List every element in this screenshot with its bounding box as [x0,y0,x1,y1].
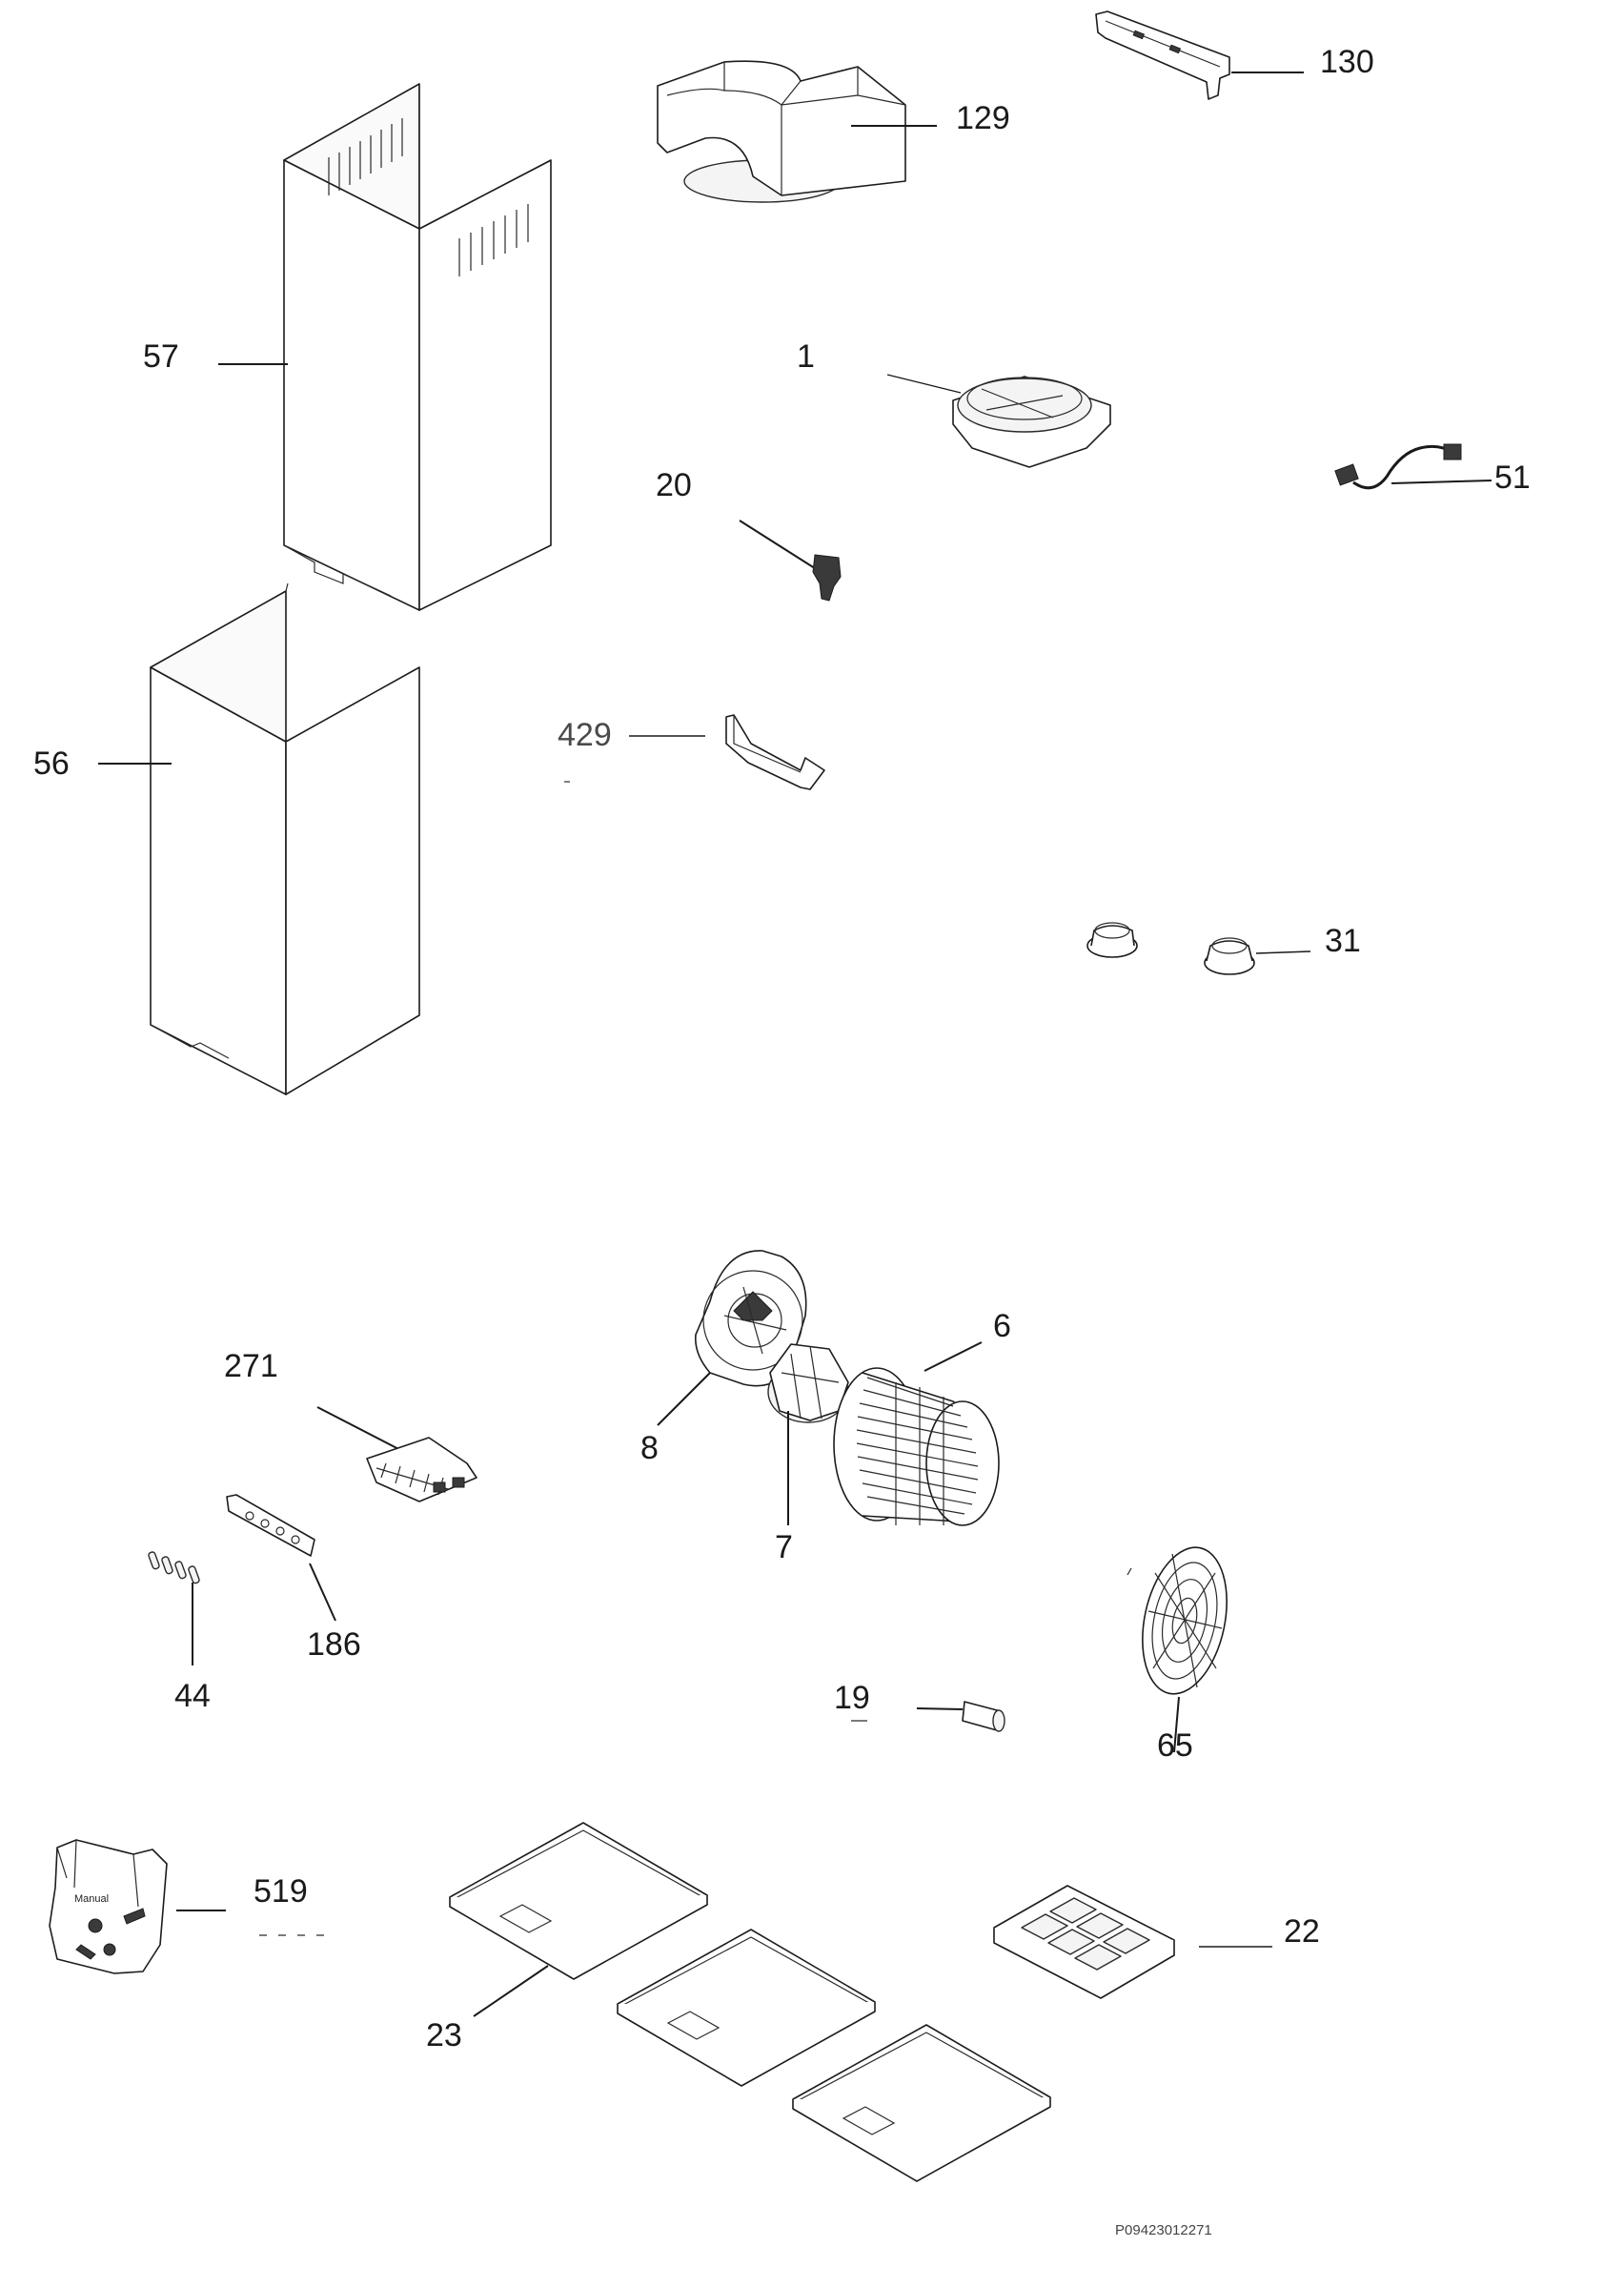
part-56-lower-chimney [98,582,420,1095]
diagram-reference-code: P09423012271 [1115,2222,1212,2238]
part-7-motor [767,1343,849,1525]
part-429-tray [564,714,825,790]
grease-filter-2 [617,1929,876,2087]
callout-labels: 130 129 57 1 51 20 56 429 31 6 271 8 7 1… [33,44,1531,2053]
callout-44: 44 [174,1678,211,1714]
bag-manual-label: Manual [74,1893,109,1905]
part-130-bracket [1095,10,1304,100]
part-19-capacitor [851,1701,1005,1732]
callout-271: 271 [224,1348,278,1384]
callout-57: 57 [143,338,179,375]
part-20-clip [739,520,842,602]
part-1-ring-flange [886,374,1111,468]
part-22-carbon-filter [993,1885,1272,1999]
callout-31: 31 [1325,923,1361,959]
callout-129: 129 [956,100,1010,136]
callout-186: 186 [307,1626,361,1663]
callout-8: 8 [640,1430,659,1466]
callout-19: 19 [834,1680,870,1716]
callout-20: 20 [656,467,692,503]
callout-51: 51 [1494,460,1531,496]
part-271-switch [316,1406,477,1502]
grease-filter-1 [449,1822,708,1980]
part-6-blower-wheel [833,1341,1000,1526]
part-23-grease-filters [449,1822,1051,2182]
part-129-duct-adapter [657,60,937,203]
callout-7: 7 [775,1529,793,1565]
callout-56: 56 [33,746,70,782]
callout-519: 519 [254,1873,308,1910]
callout-65: 65 [1157,1727,1193,1764]
part-31-knobs [1086,922,1311,975]
part-65-grille [1127,1546,1228,1753]
part-186-control-strip [226,1494,336,1622]
part-44-lamps [148,1551,200,1665]
callout-1: 1 [797,338,815,375]
callout-23: 23 [426,2017,462,2053]
part-51-cable [1334,443,1492,490]
part-57-upper-chimney [218,83,552,611]
part-519-manual-bag: Manual [49,1839,324,1974]
grease-filter-3 [792,2024,1051,2182]
callout-22: 22 [1284,1913,1320,1950]
part-8-motor-plate [657,1250,807,1426]
callout-429: 429 [558,717,612,753]
callout-6: 6 [993,1308,1011,1344]
callout-130: 130 [1320,44,1374,80]
